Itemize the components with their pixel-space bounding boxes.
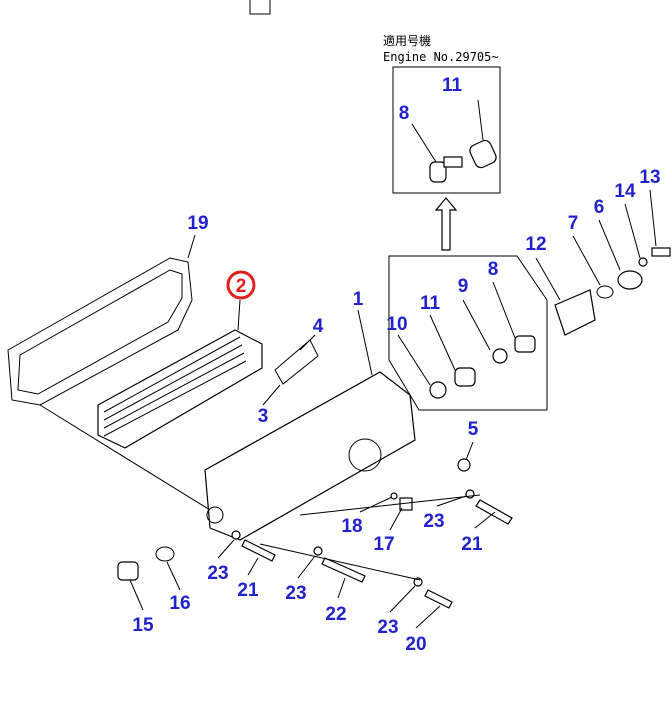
highlight-circle — [226, 270, 256, 300]
callout-7: 7 — [568, 213, 579, 234]
bolt-20 — [424, 589, 453, 609]
valve-part — [411, 123, 463, 183]
callout-4: 4 — [313, 316, 324, 337]
arrow-up-icon — [434, 197, 458, 251]
sleeve-11 — [454, 367, 476, 387]
callout-1: 1 — [353, 289, 364, 310]
ring-9 — [492, 348, 508, 364]
callout-top-8: 8 — [399, 103, 410, 124]
callout-21: 21 — [461, 534, 483, 555]
washer-23b — [231, 530, 241, 540]
callout-10: 10 — [386, 314, 407, 335]
callout-22: 22 — [325, 604, 346, 625]
callout-16: 16 — [169, 593, 190, 614]
bolt-21a — [475, 499, 513, 525]
sleeve-part — [469, 99, 497, 169]
callout-19: 19 — [187, 213, 208, 234]
callout-12: 12 — [525, 234, 546, 255]
callout-23: 23 — [423, 511, 444, 532]
parts-box — [388, 255, 548, 411]
variant-box — [392, 66, 501, 194]
callout-top-11: 11 — [442, 75, 463, 96]
plug-6 — [617, 270, 643, 290]
plug-10 — [429, 381, 447, 399]
callout-18: 18 — [341, 516, 362, 537]
callout-2-highlighted: 2 — [236, 276, 247, 297]
clipped-part-top — [249, 0, 271, 15]
bolt-21b — [241, 539, 276, 562]
plug-5 — [457, 458, 471, 472]
applicability-note-engine: Engine No.29705~ — [383, 50, 499, 64]
cooler-cover-housing — [204, 371, 416, 541]
callout-20: 20 — [405, 634, 426, 655]
washer-14 — [638, 257, 648, 267]
bolt-22 — [321, 557, 366, 583]
callout-8: 8 — [488, 259, 499, 280]
callout-3: 3 — [258, 406, 269, 427]
gasket-4 — [274, 339, 319, 385]
o-ring-7 — [596, 285, 614, 299]
callout-23: 23 — [377, 617, 398, 638]
callout-11: 11 — [420, 293, 441, 314]
callout-14: 14 — [614, 181, 636, 202]
callout-13: 13 — [639, 167, 660, 188]
plug-15 — [117, 561, 139, 581]
callout-9: 9 — [458, 276, 469, 297]
callout-6: 6 — [594, 197, 605, 218]
applicability-note-jp: 適用号機 — [383, 33, 431, 48]
callout-23: 23 — [285, 583, 306, 604]
oil-cooler-core — [97, 329, 263, 449]
callout-15: 15 — [132, 615, 154, 636]
spring-12 — [554, 289, 596, 336]
callout-5: 5 — [468, 419, 479, 440]
callout-17: 17 — [373, 534, 394, 555]
callout-21: 21 — [237, 580, 259, 601]
valve-8 — [514, 335, 536, 353]
callout-23: 23 — [207, 563, 228, 584]
gasket-19 — [7, 257, 193, 406]
washer-18 — [390, 492, 398, 500]
o-ring-16 — [155, 546, 175, 562]
plug-13 — [651, 247, 671, 257]
washer-23c — [313, 546, 323, 556]
